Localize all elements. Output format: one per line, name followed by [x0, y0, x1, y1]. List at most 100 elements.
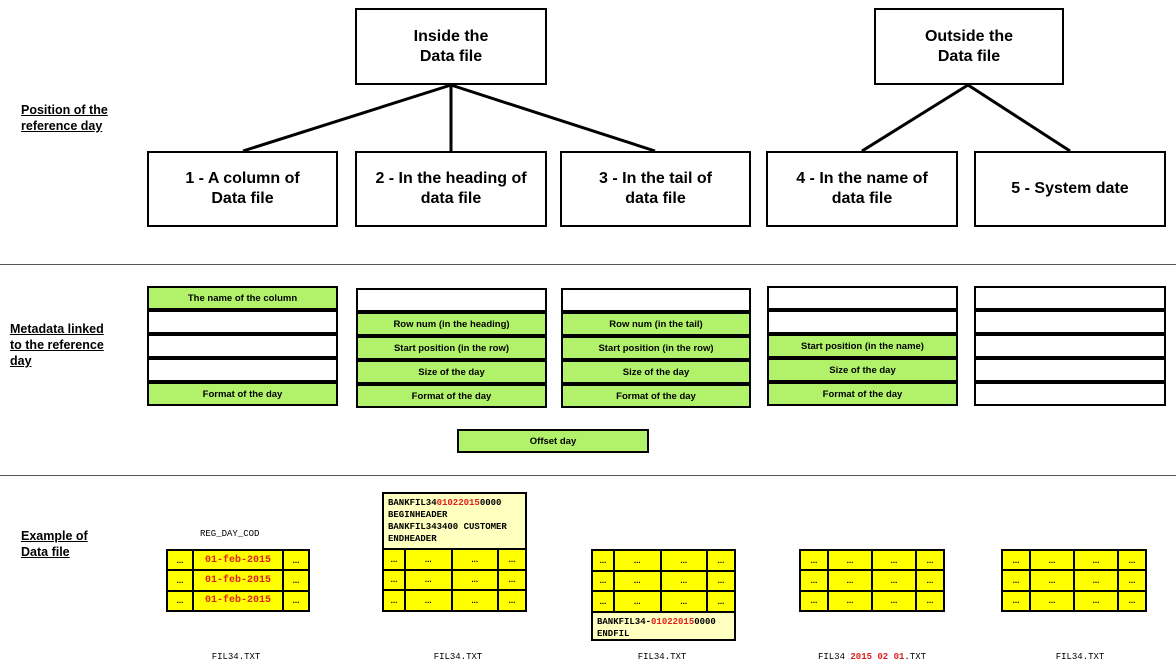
example2-cell: ...: [499, 591, 525, 610]
example5-cell: ...: [1031, 571, 1073, 590]
example2-grid: ............ ............ ............: [382, 548, 527, 612]
example1-cell: ...: [284, 551, 308, 570]
example2-cell: ...: [452, 570, 497, 590]
example5-cell: ...: [1075, 591, 1117, 610]
example2-filename: FIL34.TXT: [433, 652, 483, 662]
example3-cell: ...: [615, 551, 660, 570]
example3-cell: ...: [708, 571, 734, 591]
example1-cell: ...: [168, 591, 192, 610]
example2-cell: ...: [406, 570, 451, 590]
meta-col3-row3: Start position (in the row): [561, 336, 751, 360]
example2-header-line1: BANKFIL34010220150000: [388, 497, 521, 509]
example1-cell: ...: [284, 591, 308, 610]
example3-tail-block: BANKFIL34-010220150000 ENDFIL: [591, 611, 736, 641]
meta-col4-row5: Format of the day: [767, 382, 958, 406]
example2-header-prefix: BANKFIL34: [388, 498, 437, 508]
example2-cell: ...: [384, 550, 404, 569]
meta-col2-row2: Row num (in the heading): [356, 312, 547, 336]
divider-top: [0, 264, 1176, 265]
example2-cell: ...: [384, 570, 404, 590]
example3-cell: ...: [615, 571, 660, 591]
example3-cell: ...: [661, 571, 706, 591]
example4-cell: ...: [829, 591, 871, 610]
section-label-metadata: Metadata linked to the reference day: [10, 322, 104, 368]
example5-cell: ...: [1003, 551, 1029, 570]
example4-filename-suffix: .TXT: [904, 652, 927, 662]
example2-cell: ...: [384, 591, 404, 610]
example3-tail-line1: BANKFIL34-010220150000: [597, 616, 730, 628]
example4-cell: ...: [801, 551, 827, 570]
example2-cell: ...: [406, 550, 451, 569]
example4-cell: ...: [917, 591, 943, 610]
example1-date-cell: 01-feb-2015: [194, 551, 282, 570]
meta-col5-row4: [974, 358, 1166, 382]
meta-col2-row3: Start position (in the row): [356, 336, 547, 360]
example5-cell: ...: [1003, 591, 1029, 610]
example3-tail-suffix: 0000: [694, 617, 716, 627]
example4-filename-date: 2015 02 01: [850, 652, 905, 662]
meta-col1-row3: [147, 334, 338, 358]
position-box-3: 3 - In the tail of data file: [560, 151, 751, 227]
example5-filename: FIL34.TXT: [1055, 652, 1105, 662]
example5-cell: ...: [1031, 591, 1073, 610]
example1-filename: FIL34.TXT: [211, 652, 261, 662]
position-box-4: 4 - In the name of data file: [766, 151, 958, 227]
meta-col3-row4: Size of the day: [561, 360, 751, 384]
example3-tail-date: 01022015: [651, 617, 695, 627]
example3-cell: ...: [661, 592, 706, 611]
example4-filename-prefix: FIL34: [817, 652, 851, 662]
group-outside-box: Outside the Data file: [874, 8, 1064, 85]
connector-inside-1: [242, 83, 452, 153]
meta-col1-row5: Format of the day: [147, 382, 338, 406]
example2-cell: ...: [499, 550, 525, 569]
example2-header-line2: BEGINHEADER: [388, 510, 448, 520]
example1-cell: ...: [168, 571, 192, 590]
connector-outside-4: [861, 83, 969, 153]
position-box-2: 2 - In the heading of data file: [355, 151, 547, 227]
example5-cell: ...: [1119, 551, 1145, 570]
example4-cell: ...: [801, 591, 827, 610]
example1-column-name: REG_DAY_COD: [200, 529, 260, 539]
meta-col2-row1: [356, 288, 547, 312]
section-label-position: Position of the reference day: [21, 103, 108, 133]
meta-col4-row1: [767, 286, 958, 310]
meta-col4-row3: Start position (in the name): [767, 334, 958, 358]
meta-col2-row4: Size of the day: [356, 360, 547, 384]
example3-filename: FIL34.TXT: [637, 652, 687, 662]
meta-col5-row2: [974, 310, 1166, 334]
example1-cell: ...: [284, 571, 308, 590]
meta-col3-row5: Format of the day: [561, 384, 751, 408]
meta-col5-row3: [974, 334, 1166, 358]
meta-col3-row2: Row num (in the tail): [561, 312, 751, 336]
example2-header-block: BANKFIL34010220150000 BEGINHEADER BANKFI…: [382, 492, 527, 550]
example4-cell: ...: [873, 551, 915, 570]
meta-col1-row4: [147, 358, 338, 382]
example1-date-cell: 01-feb-2015: [194, 591, 282, 610]
meta-col1-row2: [147, 310, 338, 334]
example3-cell: ...: [708, 592, 734, 611]
example5-cell: ...: [1031, 551, 1073, 570]
example3-tail-line2: ENDFIL: [597, 629, 630, 639]
meta-col1-row1: The name of the column: [147, 286, 338, 310]
example3-cell: ...: [661, 551, 706, 570]
example2-cell: ...: [499, 570, 525, 590]
example5-grid: ............ ............ ............: [1001, 549, 1147, 612]
example2-header-line4: ENDHEADER: [388, 534, 437, 544]
example3-cell: ...: [593, 551, 613, 570]
section-label-example: Example of Data file: [21, 529, 88, 559]
example1-grid: ... 01-feb-2015 ... ... 01-feb-2015 ... …: [166, 549, 310, 612]
example5-cell: ...: [1119, 591, 1145, 610]
example4-cell: ...: [829, 551, 871, 570]
example4-cell: ...: [873, 591, 915, 610]
example5-cell: ...: [1003, 571, 1029, 590]
meta-col2-row5: Format of the day: [356, 384, 547, 408]
example4-cell: ...: [917, 551, 943, 570]
example4-grid: ............ ............ ............: [799, 549, 945, 612]
divider-bottom: [0, 475, 1176, 476]
example4-cell: ...: [917, 571, 943, 590]
meta-col4-row4: Size of the day: [767, 358, 958, 382]
offset-day-box: Offset day: [457, 429, 649, 453]
example1-date-cell: 01-feb-2015: [194, 571, 282, 590]
connector-outside-5: [967, 83, 1071, 153]
